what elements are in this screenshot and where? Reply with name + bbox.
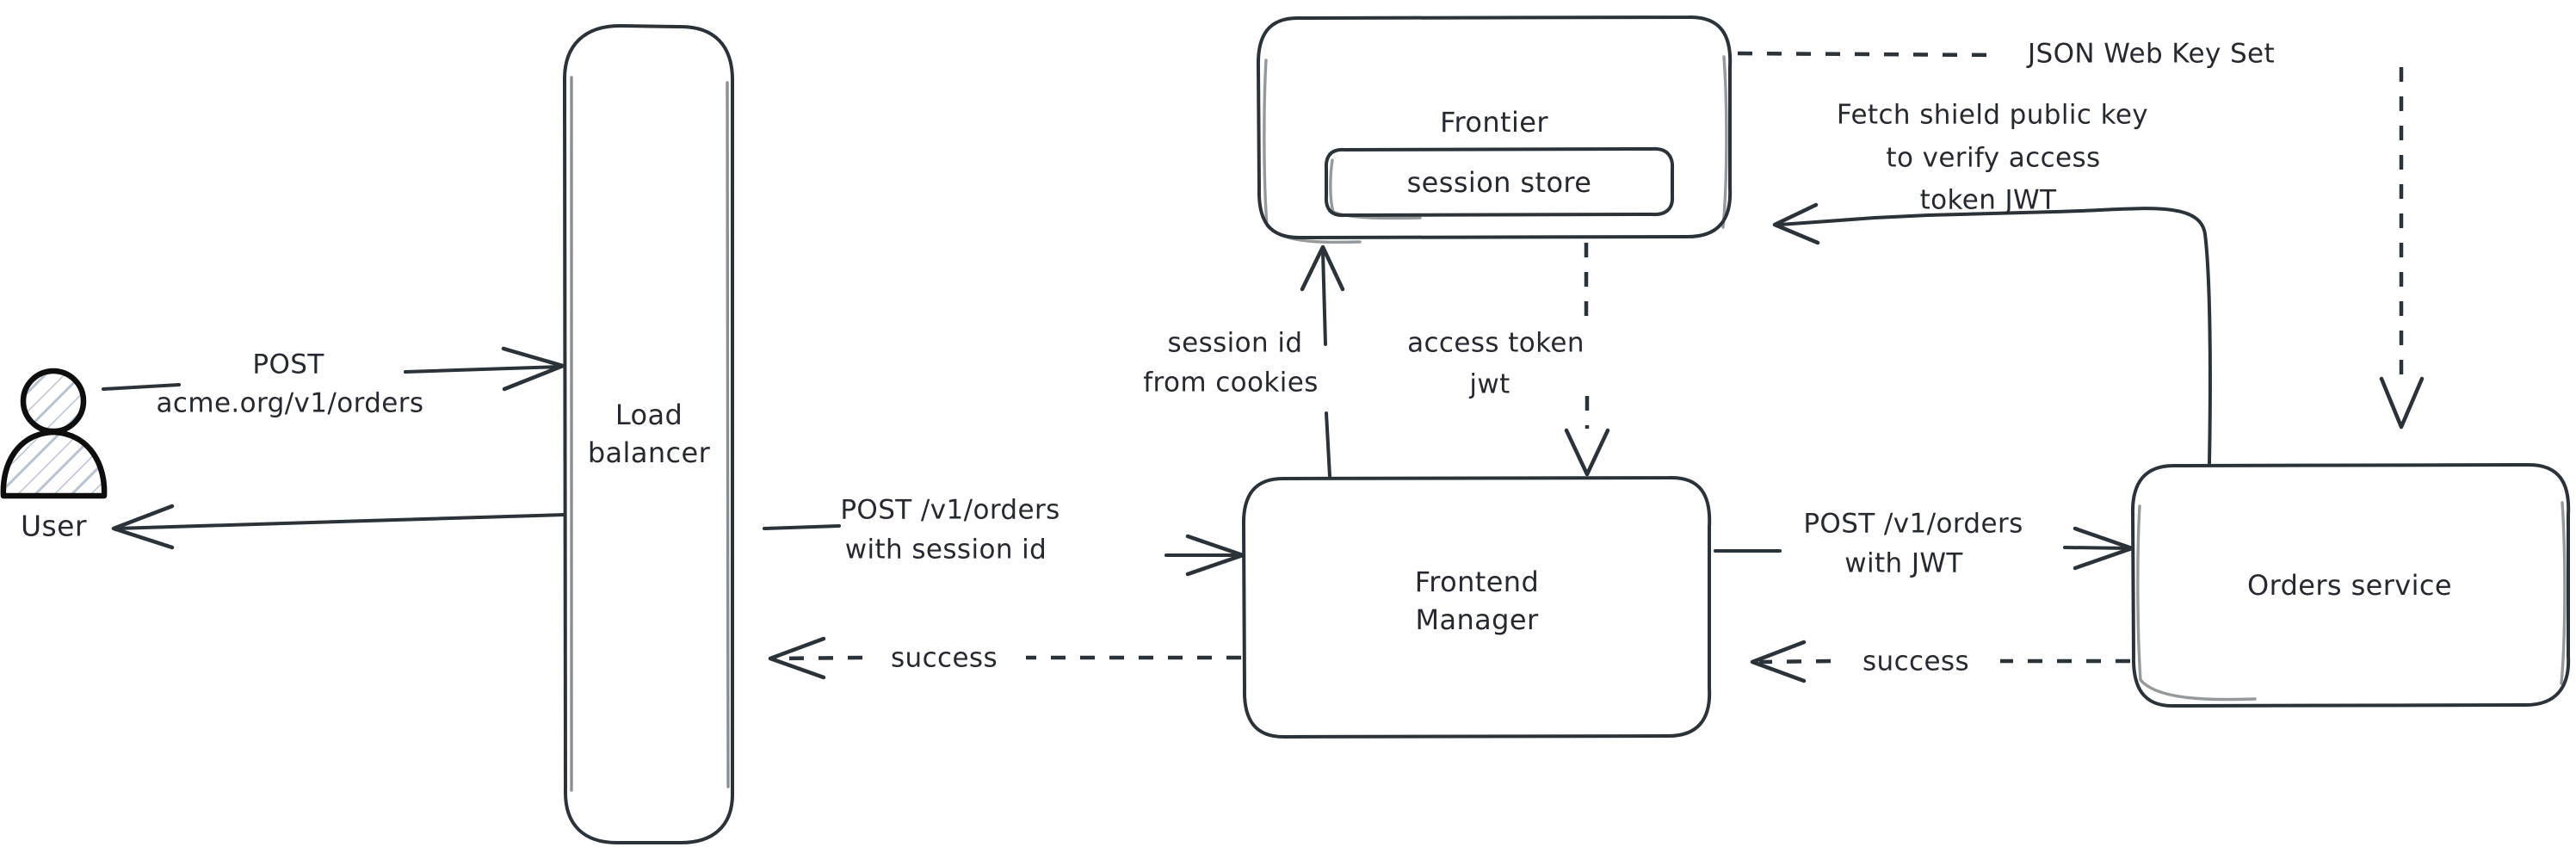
- edge-label-orders-fm-success: success: [1863, 646, 1969, 677]
- edge-label-fm-frontier-line1: session id: [1168, 328, 1303, 359]
- edge-label-jwks: JSON Web Key Set: [2026, 39, 2275, 70]
- session-store-box: session store: [1324, 146, 1675, 220]
- session-store-label: session store: [1407, 166, 1592, 199]
- edge-load-balancer-to-frontend-manager: POST /v1/orders with session id: [763, 495, 1245, 577]
- edge-label-orders-frontier-line1: Fetch shield public key: [1837, 100, 2148, 131]
- orders-service-node: Orders service: [2130, 462, 2571, 708]
- edge-frontend-manager-to-frontier: session id from cookies: [1143, 244, 1345, 478]
- edge-label-fm-lb-success: success: [891, 643, 998, 674]
- edge-user-to-load-balancer: POST acme.org/v1/orders: [102, 346, 565, 419]
- edge-label-frontier-fm-line1: access token: [1407, 328, 1585, 359]
- edge-label-orders-frontier-line3: token JWT: [1920, 185, 2058, 216]
- edge-orders-service-to-frontend-manager-success: success: [1750, 640, 2130, 683]
- edge-label-fm-orders-line1: POST /v1/orders: [1803, 509, 2023, 540]
- frontend-manager-label-line2: Manager: [1415, 603, 1539, 636]
- load-balancer-label-line2: balancer: [588, 436, 711, 469]
- edge-frontier-to-frontend-manager: access token jwt: [1407, 243, 1610, 477]
- edge-load-balancer-to-user: [111, 504, 565, 550]
- load-balancer-label-line1: Load: [615, 399, 683, 431]
- edge-label-lb-fm-line2: with session id: [845, 535, 1047, 566]
- frontier-label: Frontier: [1440, 106, 1548, 139]
- frontend-manager-node: Frontend Manager: [1241, 475, 1712, 739]
- frontend-manager-label-line1: Frontend: [1415, 566, 1539, 598]
- user-node: User: [0, 368, 108, 543]
- edge-label-user-lb-line1: POST: [252, 349, 324, 380]
- edge-label-lb-fm-line1: POST /v1/orders: [840, 495, 1059, 526]
- edge-label-frontier-fm-line2: jwt: [1468, 369, 1510, 400]
- edge-frontend-manager-to-orders-service: POST /v1/orders with JWT: [1714, 509, 2134, 579]
- edge-frontier-to-orders-service-jwks: JSON Web Key Set: [1737, 39, 2425, 430]
- person-icon: [0, 368, 108, 499]
- orders-service-label: Orders service: [2247, 569, 2452, 602]
- edge-label-orders-frontier-line2: to verify access: [1886, 143, 2100, 174]
- edge-orders-service-to-frontier: Fetch shield public key to verify access…: [1772, 100, 2212, 465]
- edge-label-fm-orders-line2: with JWT: [1844, 548, 1963, 579]
- load-balancer-node: Load balancer: [562, 23, 735, 845]
- user-label: User: [21, 510, 87, 543]
- frontier-node: Frontier session store: [1256, 15, 1733, 244]
- edge-label-user-lb-line2: acme.org/v1/orders: [157, 388, 424, 419]
- edge-frontend-manager-to-load-balancer-success: success: [768, 636, 1241, 680]
- edge-label-fm-frontier-line2: from cookies: [1143, 368, 1319, 399]
